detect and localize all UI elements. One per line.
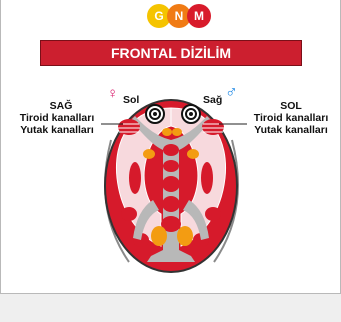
- right-blob-2: [205, 207, 221, 221]
- diagram-card: G N M FRONTAL DİZİLİM: [0, 0, 341, 294]
- center-node-1: [163, 144, 179, 156]
- center-node-2: [163, 160, 179, 172]
- left-side-line1: Tiroid kanalları: [9, 112, 105, 124]
- female-label: Sol: [123, 94, 139, 106]
- right-side-line1: Tiroid kanalları: [245, 112, 337, 124]
- right-side-line2: Yutak kanalları: [245, 124, 337, 136]
- orange-node-left-1: [143, 149, 155, 159]
- orange-node-top-2: [172, 128, 182, 136]
- orange-node-left-2: [151, 226, 167, 246]
- left-blob-2: [121, 207, 137, 221]
- left-striped-oval: [118, 119, 140, 135]
- right-eye-target: [182, 105, 200, 123]
- right-striped-oval: [202, 119, 224, 135]
- left-eye-target: [146, 105, 164, 123]
- female-symbol-icon: ♀: [107, 88, 118, 100]
- left-side-line2: Yutak kanalları: [9, 124, 105, 136]
- right-side-title: SOL: [251, 100, 331, 112]
- male-symbol-icon: ♂: [225, 86, 238, 98]
- orange-node-top-1: [162, 128, 172, 136]
- orange-node-right-2: [177, 226, 193, 246]
- male-label: Sağ: [203, 94, 222, 106]
- orange-node-right-1: [187, 149, 199, 159]
- left-blob-1: [129, 162, 141, 194]
- right-blob-1: [201, 162, 213, 194]
- center-node-3: [162, 176, 180, 192]
- brain-diagram: [1, 0, 341, 293]
- center-node-4: [162, 196, 180, 212]
- left-side-title: SAĞ: [21, 100, 101, 112]
